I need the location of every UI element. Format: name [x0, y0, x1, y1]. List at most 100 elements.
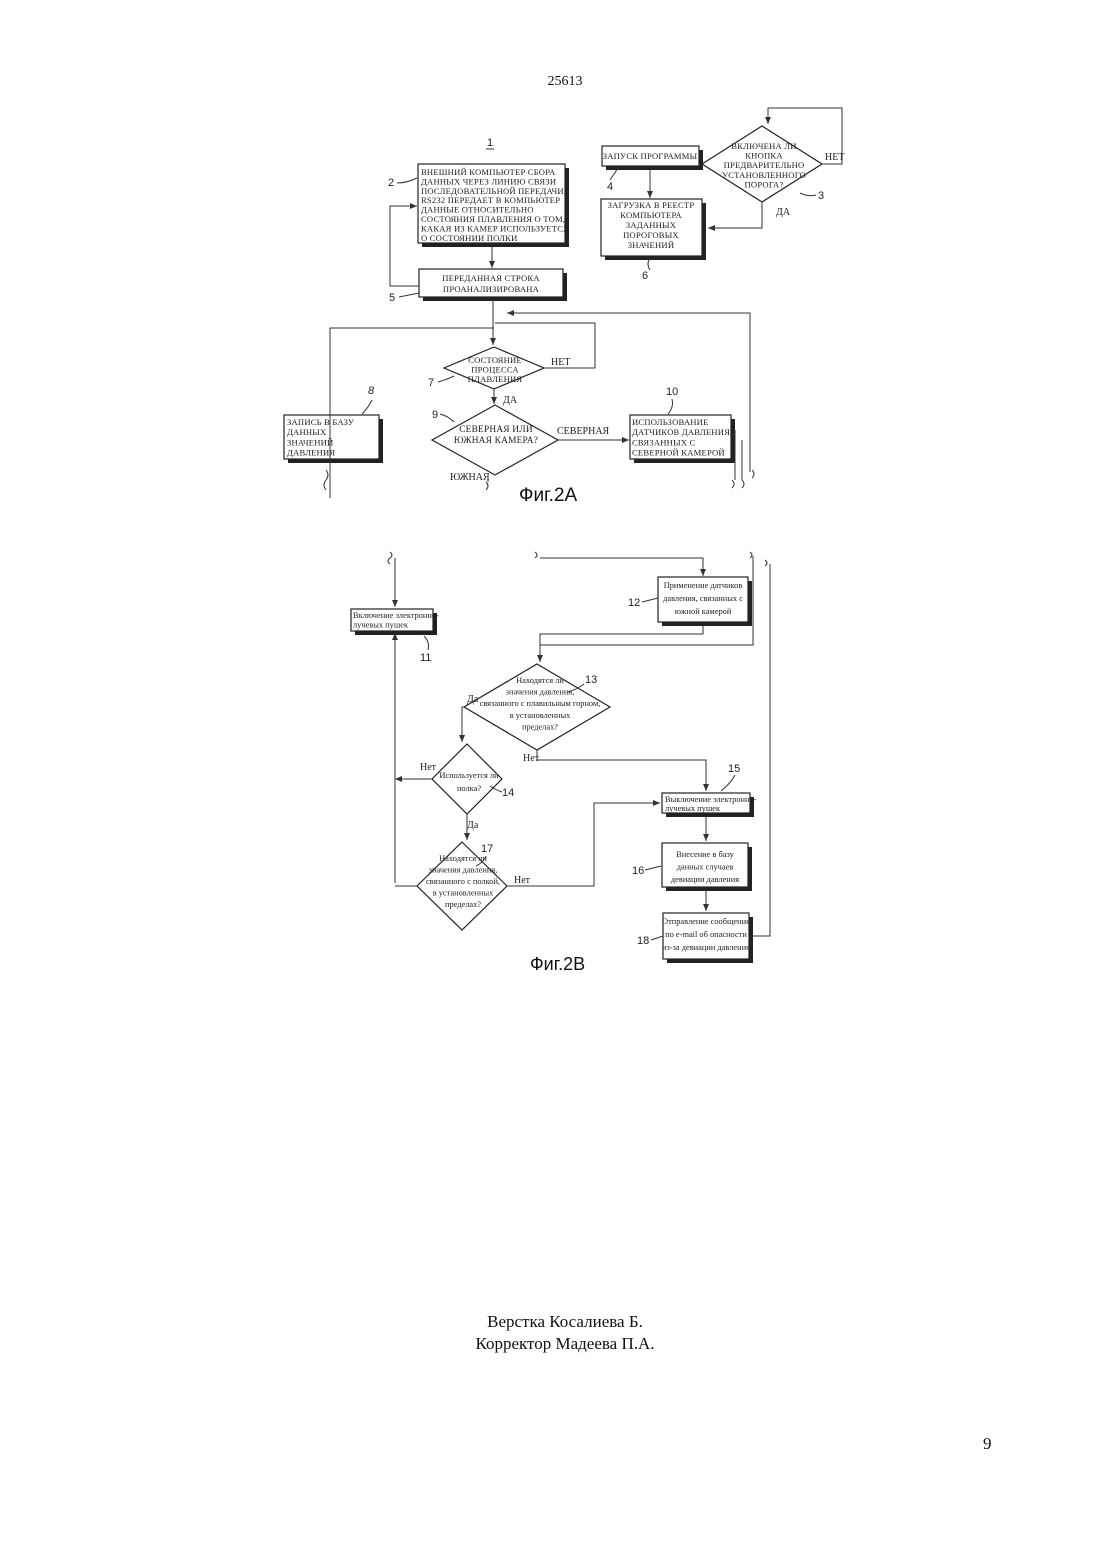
svg-text:17: 17: [481, 843, 493, 855]
svg-text:16: 16: [632, 865, 644, 877]
label-yes-14: Да: [467, 820, 479, 831]
text-line: ПЕРЕДАННАЯ СТРОКА: [442, 273, 540, 283]
text-line: давления, связанных с: [663, 594, 743, 603]
text-line: ДАННЫХ: [287, 427, 327, 437]
text-line: КНОПКА: [745, 151, 783, 161]
label-north: СЕВЕРНАЯ: [557, 426, 610, 437]
box-16-log-deviations: Внесение в базуданных случаевдевиации да…: [662, 843, 752, 891]
flowchart-figures: 1 ВНЕШНИЙ КОМПЬЮТЕР СБОРАДАННЫХ ЧЕРЕЗ ЛИ…: [0, 0, 1100, 1000]
text-line: пределах?: [522, 722, 558, 731]
text-line: в установленных: [433, 889, 494, 898]
label-no-17: Нет: [514, 875, 531, 886]
ref-main-1: 1: [487, 137, 493, 149]
diamond-14-shelf-used: Используется ли полка?: [432, 744, 502, 814]
box-12-text: Применение датчиков давления, связанных с…: [663, 581, 743, 616]
text-line: ЗАПУСК ПРОГРАММЫ: [603, 151, 698, 161]
credit-layout: Верстка Косалиева Б.: [0, 1311, 1100, 1333]
svg-text:15: 15: [728, 763, 740, 775]
box-5-text: ПЕРЕДАННАЯ СТРОКАПРОАНАЛИЗИРОВАНА: [442, 273, 540, 294]
svg-text:2: 2: [388, 177, 394, 189]
text-line: ЮЖНАЯ КАМЕРА?: [454, 436, 538, 446]
credit-proofreader: Корректор Мадеева П.А.: [0, 1333, 1100, 1355]
diamond-9-text: СЕВЕРНАЯ ИЛИЮЖНАЯ КАМЕРА?: [454, 425, 538, 446]
box-10-north-sensors: ИСПОЛЬЗОВАНИЕДАТЧИКОВ ДАВЛЕНИЯ,СВЯЗАННЫХ…: [630, 415, 735, 463]
text-line: связанного с полкой,: [426, 877, 500, 886]
text-line: ЗАГРУЗКА В РЕЕСТР: [608, 200, 695, 210]
text-line: КОМПЬЮТЕРА: [620, 210, 682, 220]
text-line: по e-mail об опасности: [665, 930, 747, 939]
text-line: Находятся ли: [439, 854, 487, 863]
box-6-load-thresholds: ЗАГРУЗКА В РЕЕСТРКОМПЬЮТЕРАЗАДАННЫХПОРОГ…: [601, 199, 706, 260]
box-15-guns-off: Выключение электронно-лучевых пушек: [662, 793, 757, 817]
label-yes-7: ДА: [503, 395, 518, 406]
svg-text:11: 11: [420, 652, 431, 664]
diamond-7-melt-state: СОСТОЯНИЕПРОЦЕССАПЛАВЛЕНИЯ: [444, 347, 544, 389]
svg-text:5: 5: [389, 292, 395, 304]
text-line: СВЯЗАННЫХ С: [632, 437, 696, 447]
svg-text:6: 6: [642, 270, 648, 282]
svg-text:8: 8: [368, 385, 375, 397]
text-line: в установленных: [510, 711, 571, 720]
svg-text:14: 14: [502, 787, 514, 799]
text-line: Включение электронно-: [353, 611, 439, 620]
text-line: Выключение электронно-: [665, 795, 757, 804]
svg-text:9: 9: [432, 409, 438, 421]
figure-2a-caption: Фиг.2А: [519, 485, 578, 506]
box-5-string-analyzed: ПЕРЕДАННАЯ СТРОКАПРОАНАЛИЗИРОВАНА: [419, 269, 567, 301]
text-line: СОСТОЯНИЕ: [468, 355, 522, 365]
text-line: УСТАНОВЛЕННОГО: [722, 170, 806, 180]
svg-text:10: 10: [666, 386, 678, 398]
svg-text:13: 13: [585, 674, 597, 686]
box-11-guns-on: Включение электронно-лучевых пушек: [351, 609, 439, 635]
text-line: связанного с плавильным горном,: [480, 699, 601, 708]
figure-2b: Включение электронно-лучевых пушек Приме…: [351, 552, 770, 974]
text-line: Используется ли: [439, 771, 499, 780]
text-line: ЗАПИСЬ В БАЗУ: [287, 417, 355, 427]
text-line: ЗНАЧЕНИЙ: [287, 437, 333, 447]
figure-2a: 1 ВНЕШНИЙ КОМПЬЮТЕР СБОРАДАННЫХ ЧЕРЕЗ ЛИ…: [284, 108, 844, 506]
svg-text:3: 3: [818, 190, 824, 202]
box-4-start-program: ЗАПУСК ПРОГРАММЫ: [602, 146, 703, 170]
text-line: значения давления,: [429, 866, 498, 875]
text-line: полка?: [457, 784, 481, 793]
svg-text:7: 7: [428, 377, 434, 389]
text-line: Применение датчиков: [664, 581, 743, 590]
text-line: СЕВЕРНОЙ КАМЕРОЙ: [632, 448, 725, 458]
text-line: ПРЕДВАРИТЕЛЬНО: [724, 160, 805, 170]
text-line: пределах?: [445, 900, 481, 909]
text-line: ЗНАЧЕНИЙ: [628, 240, 674, 250]
box-4-text: ЗАПУСК ПРОГРАММЫ: [603, 151, 698, 161]
box-2-external-computer: ВНЕШНИЙ КОМПЬЮТЕР СБОРАДАННЫХ ЧЕРЕЗ ЛИНИ…: [418, 164, 569, 247]
text-line: из-за девиации давления: [662, 943, 750, 952]
text-line: значения давления,: [506, 688, 575, 697]
text-line: Находятся ли: [516, 676, 564, 685]
text-line: Внесение в базу: [676, 850, 734, 859]
text-line: ДАВЛЕНИЯ: [287, 448, 335, 458]
label-yes-3: ДА: [776, 207, 791, 218]
diamond-3-threshold-button: ВКЛЮЧЕНА ЛИКНОПКАПРЕДВАРИТЕЛЬНОУСТАНОВЛЕ…: [702, 126, 822, 202]
text-line: южной камерой: [675, 607, 732, 616]
text-line: ДАТЧИКОВ ДАВЛЕНИЯ,: [632, 427, 732, 437]
text-line: ПОРОГОВЫХ: [623, 230, 679, 240]
text-line: ЗАДАННЫХ: [626, 220, 677, 230]
text-line: ПЛАВЛЕНИЯ: [468, 374, 523, 384]
text-line: ПОРОГА?: [745, 179, 784, 189]
text-line: лучевых пушек: [665, 804, 721, 813]
text-line: лучевых пушек: [353, 621, 409, 630]
svg-text:12: 12: [628, 597, 640, 609]
text-line: О СОСТОЯНИИ ПОЛКИ: [421, 233, 518, 243]
box-8-write-db: ЗАПИСЬ В БАЗУДАННЫХЗНАЧЕНИЙДАВЛЕНИЯ: [284, 415, 383, 463]
label-south: ЮЖНАЯ: [450, 472, 490, 483]
diamond-7-text: СОСТОЯНИЕПРОЦЕССАПЛАВЛЕНИЯ: [468, 355, 523, 384]
label-no-14: Нет: [420, 762, 437, 773]
text-line: СЕВЕРНАЯ ИЛИ: [459, 425, 533, 435]
text-line: Отправление сообщения: [662, 917, 750, 926]
label-no-7: НЕТ: [551, 357, 570, 368]
page-number: 9: [983, 1434, 992, 1454]
diamond-17-shelf-pressure: Находятся ли значения давления, связанного…: [417, 842, 507, 930]
text-line: ПРОЦЕССА: [471, 365, 519, 375]
box-18-email-alert: Отправление сообщения по e-mail об опасно…: [662, 913, 753, 963]
text-line: данных случаев: [677, 863, 734, 872]
footer-credits: Верстка Косалиева Б. Корректор Мадеева П…: [0, 1311, 1100, 1355]
text-line: ИСПОЛЬЗОВАНИЕ: [632, 417, 709, 427]
